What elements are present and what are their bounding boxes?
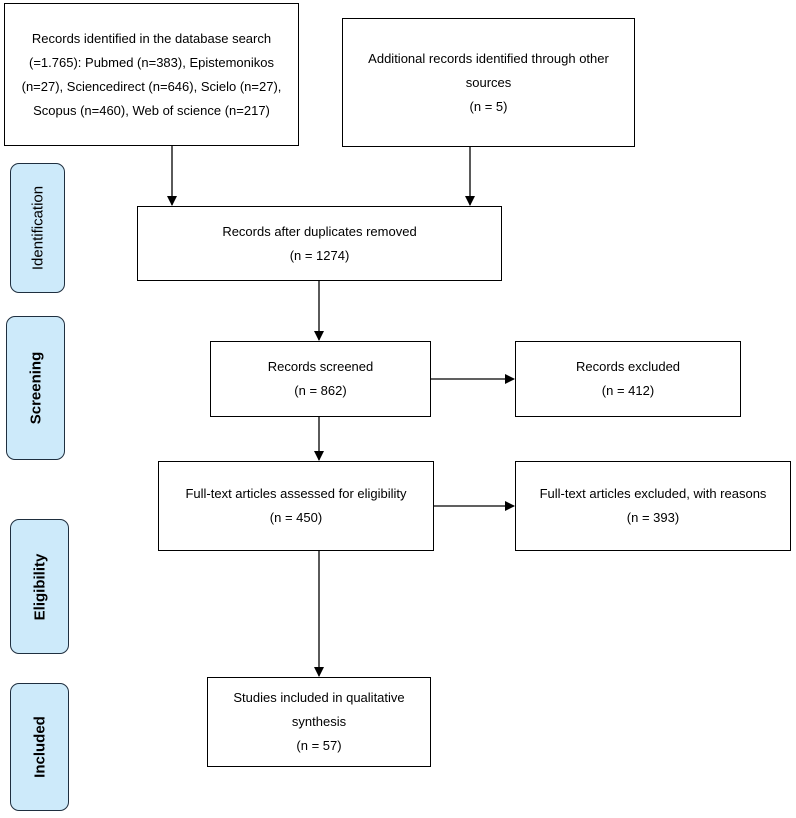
box-fulltext-assessed: Full-text articles assessed for eligibil… bbox=[158, 461, 434, 551]
records-screened-line-2: (n = 862) bbox=[294, 383, 347, 398]
qualitative-synthesis-line-1: Studies included in qualitative synthesi… bbox=[233, 690, 405, 729]
box-database-search: Records identified in the database searc… bbox=[4, 3, 299, 146]
fulltext-excluded-line-1: Full-text articles excluded, with reason… bbox=[539, 486, 767, 501]
box-after-duplicates: Records after duplicates removed (n = 12… bbox=[137, 206, 502, 281]
other-sources-line-2: sources bbox=[465, 74, 512, 90]
box-fulltext-excluded: Full-text articles excluded, with reason… bbox=[515, 461, 791, 551]
phase-identification: Identification bbox=[10, 163, 65, 293]
records-excluded-line-2: (n = 412) bbox=[601, 383, 655, 398]
database-search-line-2: (=1.765): Pubmed (n=383), Epistemonikos bbox=[29, 54, 274, 70]
fulltext-excluded-line-2: (n = 393) bbox=[626, 510, 680, 525]
phase-eligibility: Eligibility bbox=[10, 519, 69, 654]
box-records-screened: Records screened (n = 862) bbox=[210, 341, 431, 417]
box-other-sources: Additional records identified through ot… bbox=[342, 18, 635, 147]
other-sources-line-1: Additional records identified through ot… bbox=[368, 50, 609, 66]
box-records-excluded: Records excluded (n = 412) bbox=[515, 341, 741, 417]
fulltext-assessed-line-1: Full-text articles assessed for eligibil… bbox=[185, 486, 407, 501]
other-sources-line-3: (n = 5) bbox=[469, 98, 508, 114]
after-duplicates-line-2: (n = 1274) bbox=[289, 247, 350, 263]
phase-included: Included bbox=[10, 683, 69, 811]
database-search-line-3: (n=27), Sciencedirect (n=646), Scielo (n… bbox=[21, 78, 282, 94]
database-search-line-1: Records identified in the database searc… bbox=[31, 30, 272, 46]
records-excluded-line-1: Records excluded bbox=[575, 359, 681, 374]
qualitative-synthesis-line-2: (n = 57) bbox=[296, 738, 342, 753]
after-duplicates-line-1: Records after duplicates removed bbox=[222, 223, 417, 239]
records-screened-line-1: Records screened bbox=[267, 359, 374, 374]
box-qualitative-synthesis: Studies included in qualitative synthesi… bbox=[207, 677, 431, 767]
fulltext-assessed-line-2: (n = 450) bbox=[269, 510, 323, 525]
phase-screening: Screening bbox=[6, 316, 65, 460]
database-search-line-4: Scopus (n=460), Web of science (n=217) bbox=[33, 102, 270, 118]
